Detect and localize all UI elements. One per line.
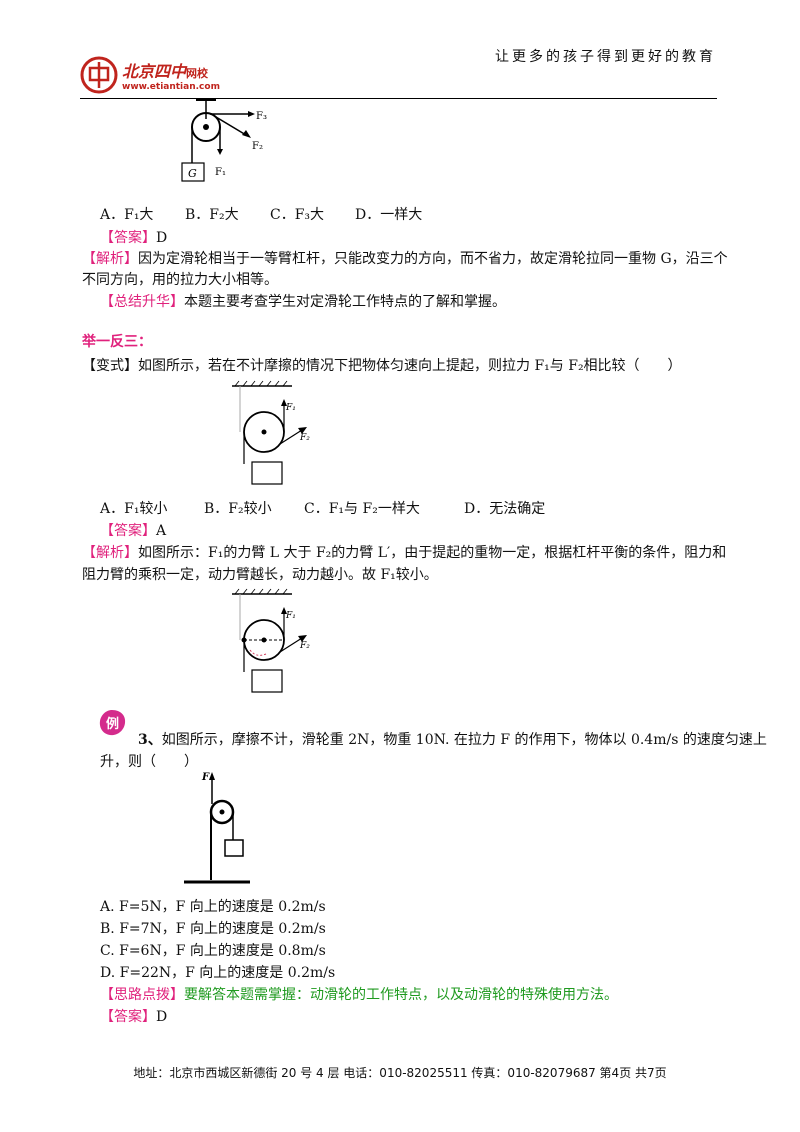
hint-tag: 【思路点拨】 — [100, 987, 184, 1003]
variant-analysis-text-1: 如图所示：F₁的力臂 L 大于 F₂的力臂 L′，由于提起的重物一定，根据杠杆平… — [138, 545, 727, 561]
summary-text: 本题主要考查学生对定滑轮工作特点的了解和掌握。 — [184, 294, 506, 310]
logo-url: www.etiantian.com — [122, 82, 220, 92]
pulley-on-stand-figure: F — [184, 772, 250, 884]
example-badge-text: 例 — [106, 716, 119, 732]
label-f2: F₂ — [252, 141, 263, 152]
label-g: G — [188, 167, 197, 180]
variant-options: A．F₁较小 B．F₂较小 C．F₁与 F₂一样大 D．无法确定 — [100, 499, 730, 519]
fig3-label-f2: F₂ — [299, 641, 310, 651]
prev-analysis-line-1: 【解析】因为定滑轮相当于一等臂杠杆，只能改变力的方向，而不省力，故定滑轮拉同一重… — [82, 249, 728, 269]
answer-tag: 【答案】 — [100, 230, 156, 246]
variant-answer-value: A — [156, 523, 167, 539]
fixed-pulley-three-forces-figure: G F₃ F₂ F₁ — [181, 99, 267, 182]
variant-analysis-line-2: 阻力臂的乘积一定，动力臂越长，动力越小。故 F₁较小。 — [82, 567, 438, 583]
analysis-tag: 【解析】 — [82, 251, 138, 267]
variant-answer-tag: 【答案】 — [100, 523, 156, 539]
hint-text: 要解答本题需掌握：动滑轮的工作特点，以及动滑轮的特殊使用方法。 — [184, 987, 618, 1003]
analysis-text-1: 因为定滑轮相当于一等臂杠杆，只能改变力的方向，而不省力，故定滑轮拉同一重物 G，… — [138, 251, 728, 267]
example3-option-d: D. F=22N，F 向上的速度是 0.2m/s — [100, 965, 336, 981]
label-f1: F₁ — [215, 167, 226, 178]
example3-answer: 【答案】D — [100, 1007, 730, 1027]
variant-text: 如图所示，若在不计摩擦的情况下把物体匀速向上提起，则拉力 F₁与 F₂相比较（ … — [138, 358, 682, 374]
page-footer: 地址：北京市西城区新德街 20 号 4 层 电话：010-82025511 传真… — [133, 1066, 667, 1080]
label-f3: F₃ — [256, 111, 267, 122]
prev-question-options: A．F₁大 B．F₂大 C．F₃大 D．一样大 — [100, 205, 730, 225]
variant-option-b: B．F₂较小 — [204, 501, 272, 517]
summary-tag: 【总结升华】 — [100, 294, 184, 310]
option-a: A．F₁大 — [100, 207, 154, 223]
fixed-pulley-two-forces-figure: F₁ F₂ — [232, 380, 310, 485]
example3-question-line-2: 升，则（ ） — [100, 754, 198, 770]
variant-analysis-tag: 【解析】 — [82, 545, 138, 561]
example3-answer-tag: 【答案】 — [100, 1009, 156, 1025]
pulley-lever-arm-figure: F₁ F₂ — [232, 588, 310, 693]
example3-option-a: A. F=5N，F 向上的速度是 0.2m/s — [100, 899, 326, 915]
option-c: C．F₃大 — [270, 207, 325, 223]
example3-answer-value: D — [156, 1009, 168, 1025]
variant-question: 【变式】如图所示，若在不计摩擦的情况下把物体匀速向上提起，则拉力 F₁与 F₂相… — [82, 356, 712, 376]
variant-option-a: A．F₁较小 — [100, 501, 168, 517]
prev-analysis-line-2: 不同方向，用的拉力大小相等。 — [82, 272, 278, 288]
variant-option-c: C．F₁与 F₂一样大 — [304, 501, 420, 517]
example3-question-text-1: 如图所示，摩擦不计，滑轮重 2N，物重 10N. 在拉力 F 的作用下，物体以 … — [161, 732, 767, 748]
variant-tag: 【变式】 — [82, 358, 138, 374]
variant-option-d: D．无法确定 — [464, 501, 546, 517]
option-b: B．F₂大 — [185, 207, 239, 223]
fig2-label-f2: F₂ — [299, 433, 310, 443]
prev-answer: 【答案】D — [100, 228, 730, 248]
example3-option-b: B. F=7N，F 向上的速度是 0.2m/s — [100, 921, 326, 937]
logo-suffix: 网校 — [186, 67, 209, 80]
logo-emblem-icon — [80, 56, 118, 94]
header-slogan: 让更多的孩子得到更好的教育 — [495, 49, 716, 65]
fig3-label-f1: F₁ — [285, 611, 296, 621]
section-heading: 举一反三： — [82, 334, 152, 350]
fig4-label-f: F — [201, 772, 210, 783]
example3-question-line-1: 3、如图所示，摩擦不计，滑轮重 2N，物重 10N. 在拉力 F 的作用下，物体… — [138, 730, 768, 750]
header-divider — [80, 98, 717, 99]
option-d: D．一样大 — [355, 207, 423, 223]
example3-number: 3、 — [138, 732, 162, 748]
school-logo: 北京四中网校 www.etiantian.com — [80, 55, 220, 95]
answer-value: D — [156, 230, 168, 246]
fig2-label-f1: F₁ — [285, 403, 296, 413]
prev-summary: 【总结升华】本题主要考查学生对定滑轮工作特点的了解和掌握。 — [100, 292, 730, 312]
logo-name: 北京四中 — [122, 62, 187, 81]
example3-hint: 【思路点拨】要解答本题需掌握：动滑轮的工作特点，以及动滑轮的特殊使用方法。 — [100, 985, 730, 1005]
variant-analysis-line-1: 【解析】如图所示：F₁的力臂 L 大于 F₂的力臂 L′，由于提起的重物一定，根… — [82, 543, 726, 563]
example-badge-icon: 例 — [99, 710, 126, 736]
example3-option-c: C. F=6N，F 向上的速度是 0.8m/s — [100, 943, 326, 959]
variant-answer: 【答案】A — [100, 521, 730, 541]
